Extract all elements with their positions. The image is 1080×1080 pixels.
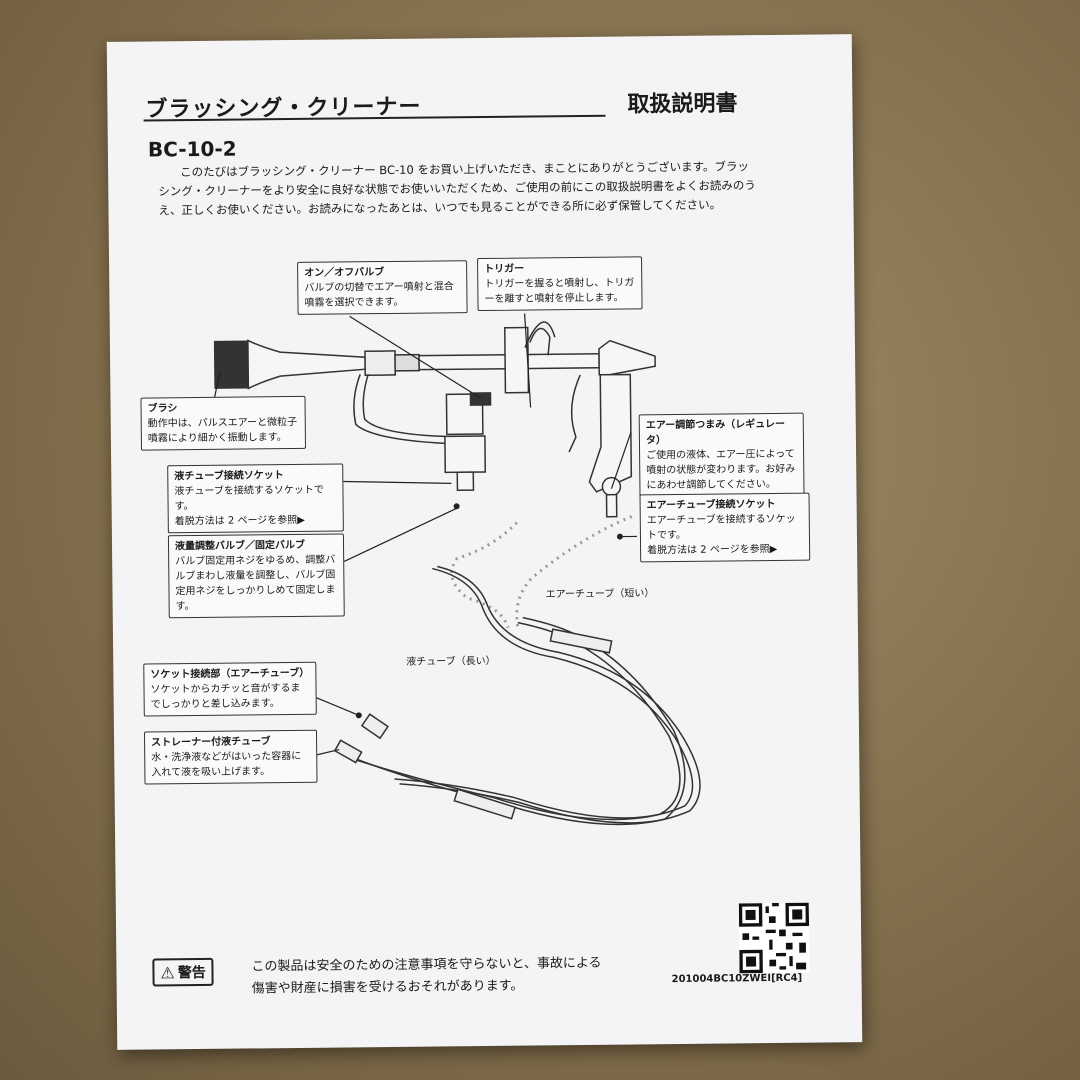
callout-regulator: エアー調節つまみ（レギュレータ） ご使用の液体、エアー圧によって噴射の状態が変わ…: [638, 412, 805, 498]
callout-air-socket: エアーチューブ接続ソケット エアーチューブを接続するソケットです。 着脱方法は …: [639, 492, 811, 563]
document-code: 201004BC10ZWEI[RC4]: [671, 972, 803, 986]
callout-socket-joint: ソケット接続部（エアーチューブ） ソケットからカチッと音がするまでしっかりと差し…: [143, 661, 317, 717]
product-diagram: [210, 313, 701, 826]
callout-flow-valve: 液量調整バルブ／固定バルブ バルブ固定用ネジをゆるめ、調整バルブまわし液量を調整…: [167, 533, 345, 619]
callout-liquid-socket: 液チューブ接続ソケット 液チューブを接続するソケットです。 着脱方法は 2 ペー…: [167, 463, 344, 534]
callout-onoff-valve: オン／オフバルブ バルブの切替でエアー噴射と混合噴霧を選択できます。: [297, 260, 468, 315]
callout-strainer: ストレーナー付液チューブ 水・洗浄液などがはいった容器に入れて液を吸い上げます。: [143, 729, 318, 785]
manual-page: ブラッシング・クリーナー 取扱説明書 BC-10-2 このたびはブラッシング・ク…: [106, 34, 863, 1050]
brush-illustration: [213, 339, 420, 390]
label-air-tube-short: エアーチューブ（短い）: [545, 588, 655, 601]
warning-text: この製品は安全のための注意事項を守らないと、事故による傷害や財産に損害を受けるお…: [251, 955, 602, 997]
gun-illustration: [353, 321, 656, 518]
qr-code: [738, 902, 810, 974]
label-liquid-tube-long: 液チューブ（長い）: [406, 655, 496, 668]
warning-triangle-icon: ⚠: [160, 962, 175, 982]
callout-brush: ブラシ 動作中は、パルスエアーと微粒子噴霧により細かく振動します。: [140, 395, 307, 451]
warning-badge: ⚠ 警告: [152, 957, 214, 987]
callout-trigger: トリガー トリガーを握ると噴射し、トリガーを離すと噴射を停止します。: [477, 256, 643, 312]
